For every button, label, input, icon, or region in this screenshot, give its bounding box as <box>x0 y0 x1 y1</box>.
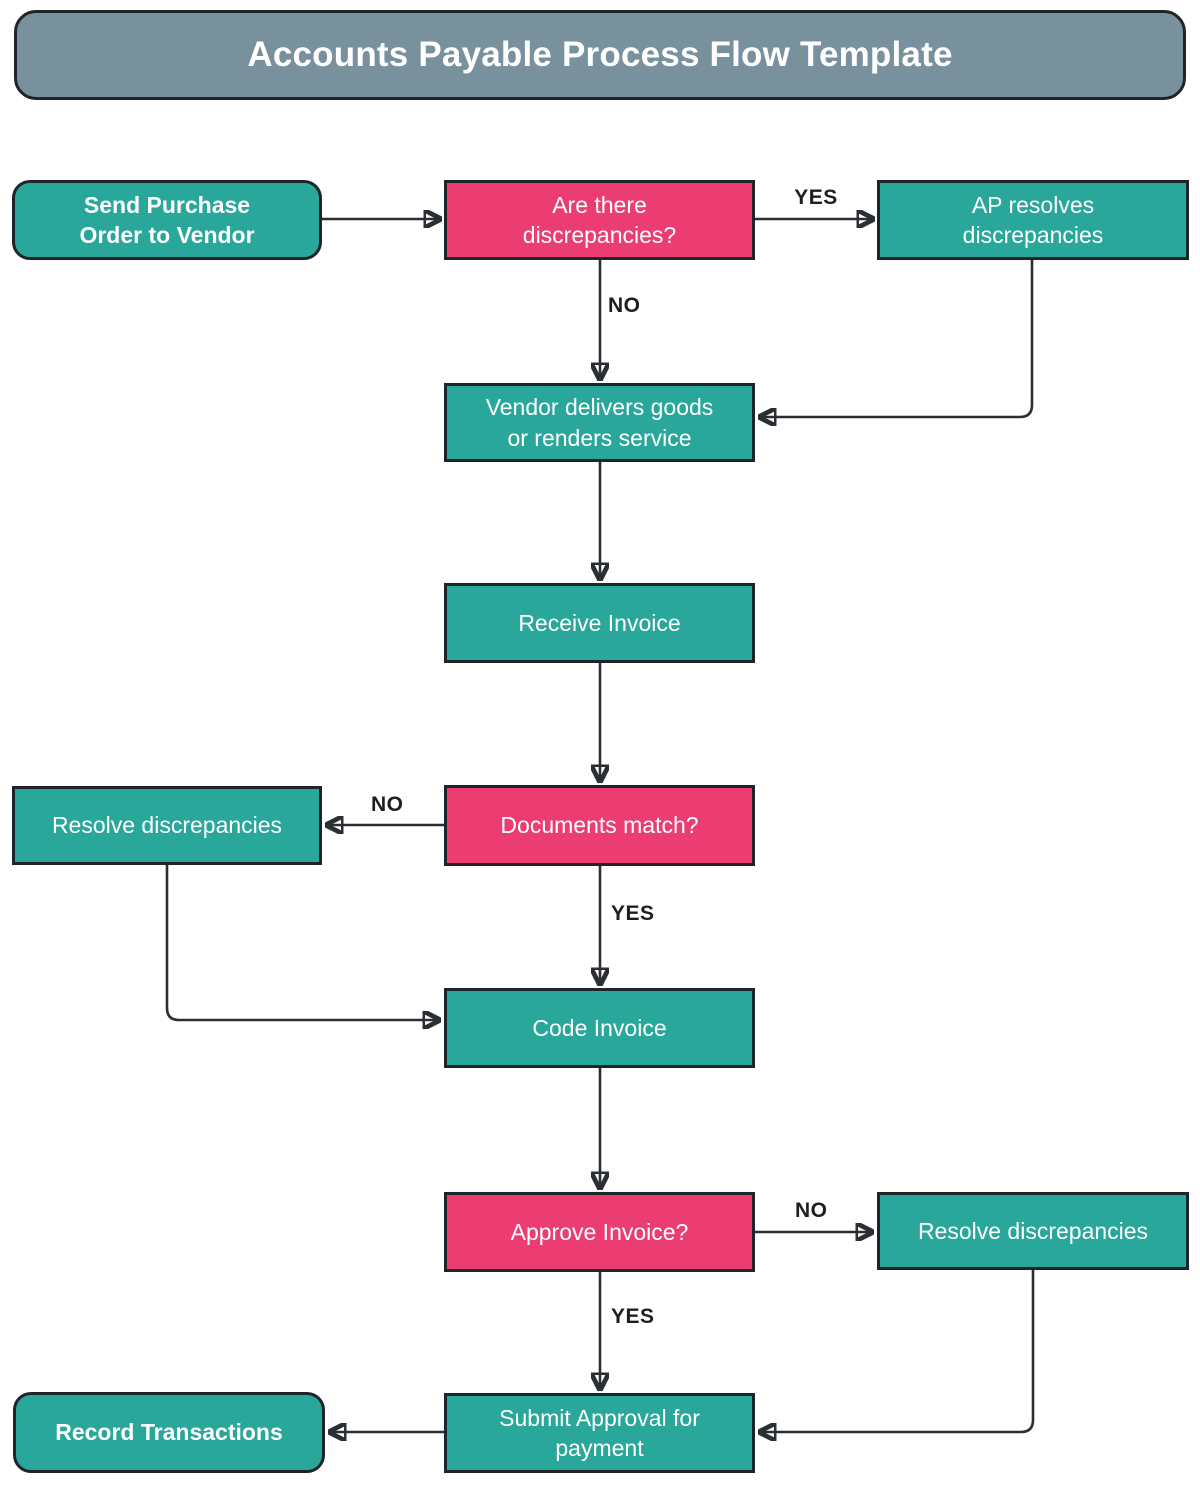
edge-label-yes-discrepancies: YES <box>794 186 838 209</box>
node-label: Vendor delivers goods or renders service <box>485 394 714 451</box>
node-submit-approval: Submit Approval for payment <box>444 1393 755 1473</box>
node-record-transactions: Record Transactions <box>13 1392 325 1473</box>
edge-apresolves-to-vendor <box>760 260 1034 417</box>
node-label: Documents match? <box>500 812 699 839</box>
node-label: Are there discrepancies? <box>522 191 677 248</box>
edge-resolveright-to-submit <box>760 1270 1035 1432</box>
node-approve-invoice: Approve Invoice? <box>444 1192 755 1272</box>
edge-label-yes-approve: YES <box>611 1305 655 1328</box>
edge-label-no-documents-match: NO <box>371 793 404 816</box>
node-label: AP resolves discrepancies <box>962 191 1104 248</box>
node-code-invoice: Code Invoice <box>444 988 755 1068</box>
node-label: Code Invoice <box>532 1014 667 1041</box>
node-vendor-delivers: Vendor delivers goods or renders service <box>444 383 755 462</box>
node-label: Approve Invoice? <box>510 1218 689 1245</box>
node-ap-resolves-discrepancies: AP resolves discrepancies <box>877 180 1189 260</box>
node-send-purchase-order: Send Purchase Order to Vendor <box>12 180 322 260</box>
edge-label-yes-documents-match: YES <box>611 902 655 925</box>
node-label: Resolve discrepancies <box>51 812 283 839</box>
edge-label-no-discrepancies: NO <box>608 294 641 317</box>
node-label: Resolve discrepancies <box>917 1217 1149 1244</box>
node-label: Record Transactions <box>55 1419 283 1446</box>
node-label: Send Purchase Order to Vendor <box>79 191 255 248</box>
edge-label-no-approve: NO <box>795 1199 828 1222</box>
node-label: Submit Approval for payment <box>499 1404 700 1461</box>
edge-resolveleft-to-codeinvoice <box>165 865 439 1020</box>
node-are-there-discrepancies: Are there discrepancies? <box>444 180 755 260</box>
node-documents-match: Documents match? <box>444 785 755 866</box>
page-title: Accounts Payable Process Flow Template <box>247 35 953 74</box>
node-label: Receive Invoice <box>518 609 681 636</box>
node-receive-invoice: Receive Invoice <box>444 583 755 663</box>
node-resolve-discrepancies-right: Resolve discrepancies <box>877 1192 1189 1270</box>
node-resolve-discrepancies-left: Resolve discrepancies <box>12 786 322 865</box>
title-bar: Accounts Payable Process Flow Template <box>14 10 1186 100</box>
